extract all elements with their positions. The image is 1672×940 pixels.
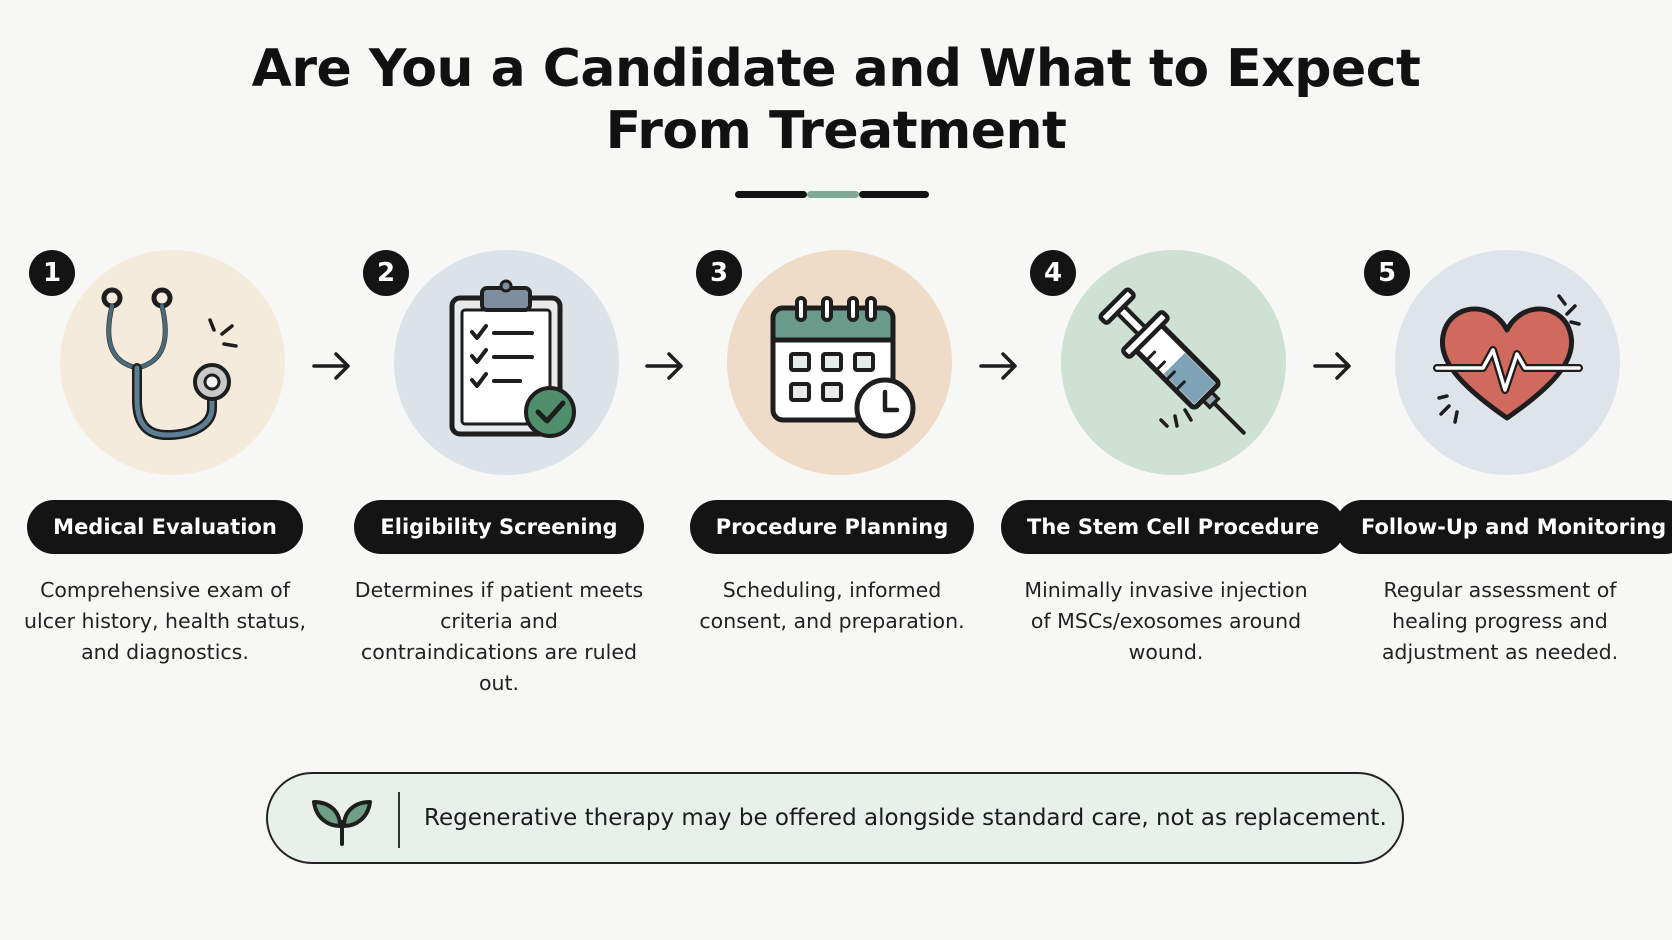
calendar-clock-icon: [770, 296, 916, 439]
step-1-title: Medical Evaluation: [0, 500, 330, 554]
step-2-description: Determines if patient meets criteria and…: [354, 578, 644, 695]
step-3-description: Scheduling, informed consent, and prepar…: [699, 578, 965, 633]
page-title: Are You a Candidate and What to Expect F…: [0, 38, 1672, 162]
step-3-number: 3: [696, 250, 742, 296]
step-1-title-label: Medical Evaluation: [27, 500, 303, 554]
arrow-right-icon: [979, 352, 1017, 380]
leaf-sprout-icon: [312, 800, 372, 846]
step-4-number: 4: [1030, 250, 1076, 296]
divider-right-segment: [859, 191, 929, 198]
arrow-4-to-5: [1311, 348, 1355, 384]
title-line-2: From Treatment: [605, 101, 1067, 161]
step-2-circle: [394, 250, 619, 475]
stethoscope-icon: [101, 287, 238, 441]
arrow-right-icon: [645, 352, 683, 380]
step-4-title-label: The Stem Cell Procedure: [1001, 500, 1346, 554]
step-3-title-label: Procedure Planning: [689, 500, 975, 554]
step-2-title: Eligibility Screening: [334, 500, 664, 554]
clipboard-checklist-icon: [449, 279, 576, 438]
step-1-description: Comprehensive exam of ulcer history, hea…: [24, 578, 306, 664]
step-4: 4 The Stem Cell Procedure Minimally inva…: [1001, 250, 1346, 710]
step-5-number: 5: [1364, 250, 1410, 296]
heartbeat-icon: [1433, 294, 1583, 424]
step-5: 5 Follow-Up and Monitoring Regular asses…: [1335, 250, 1672, 710]
arrow-1-to-2: [310, 348, 354, 384]
step-4-circle: [1061, 250, 1286, 475]
syringe-icon: [1098, 287, 1246, 435]
step-3-circle: [727, 250, 952, 475]
divider-accent-segment: [807, 191, 859, 198]
step-1-number: 1: [29, 250, 75, 296]
step-5-description: Regular assessment of healing progress a…: [1381, 578, 1619, 664]
step-4-description: Minimally invasive injection of MSCs/exo…: [1024, 578, 1308, 664]
note-separator: [398, 792, 400, 848]
step-5-circle: [1395, 250, 1620, 475]
arrow-3-to-4: [977, 348, 1021, 384]
title-divider: [735, 191, 929, 198]
step-1: 1 Medical Evaluation Comprehensive exam …: [0, 250, 330, 710]
step-3: 3 Procedure Planning Scheduling, informe…: [667, 250, 997, 710]
step-4-title: The Stem Cell Procedure: [1001, 500, 1346, 554]
step-1-circle: [60, 250, 285, 475]
arrow-right-icon: [1313, 352, 1351, 380]
note-text: Regenerative therapy may be offered alon…: [424, 805, 1387, 831]
divider-left-segment: [735, 191, 807, 198]
note-banner: Regenerative therapy may be offered alon…: [266, 772, 1404, 864]
step-2-title-label: Eligibility Screening: [354, 500, 644, 554]
step-2: 2 Eligibility Screening Determines if pa…: [334, 250, 664, 710]
step-5-title-label: Follow-Up and Monitoring: [1335, 500, 1672, 554]
step-3-title: Procedure Planning: [667, 500, 997, 554]
step-5-title: Follow-Up and Monitoring: [1335, 500, 1672, 554]
step-2-number: 2: [363, 250, 409, 296]
title-line-1: Are You a Candidate and What to Expect: [251, 39, 1421, 99]
arrow-2-to-3: [643, 348, 687, 384]
arrow-right-icon: [312, 352, 350, 380]
